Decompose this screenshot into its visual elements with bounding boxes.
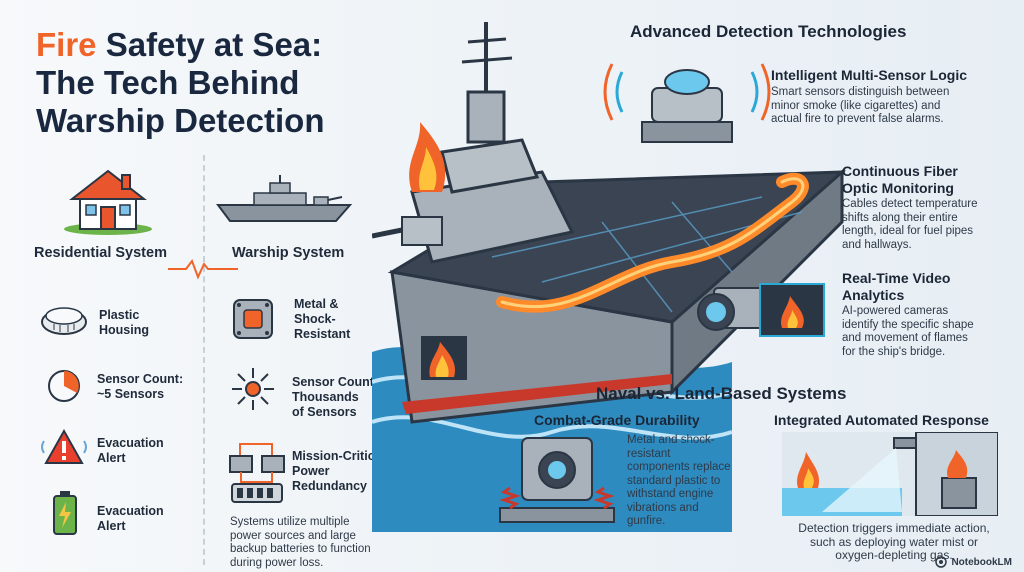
feature-multi-sensor-body: Smart sensors distinguish between minor … <box>771 86 950 125</box>
comparison-divider <box>203 155 205 565</box>
feature-video-title: Real-Time Video Analytics <box>842 270 951 303</box>
power-redundancy-note: Systems utilize multiple power sources a… <box>230 516 371 569</box>
water-mist-response-icon <box>782 432 998 516</box>
footer-brand-text: NotebookLM <box>951 556 1012 568</box>
advanced-heading: Advanced Detection Technologies <box>630 22 907 41</box>
smoke-detector-icon <box>40 300 88 336</box>
warship-item-1-label: Metal & Shock- Resistant <box>294 297 351 341</box>
feature-video-body: AI-powered cameras identify the specific… <box>842 305 974 358</box>
warship-item-2-label: Sensor Count: Thousands of Sensors <box>292 375 379 419</box>
camera-icon <box>694 280 834 350</box>
warship-item-3-label: Mission-Critical Power Redundancy <box>292 449 386 493</box>
response-body: Detection triggers immediate action, suc… <box>798 521 990 562</box>
residential-item-2-label: Sensor Count: ~5 Sensors <box>97 372 184 401</box>
residential-item-3-label: Evacuation Alert <box>97 436 164 465</box>
residential-label: Residential System <box>34 245 167 261</box>
residential-item-1-label: Plastic Housing <box>99 308 149 337</box>
durability-body: Metal and shock- resistant components re… <box>627 434 731 527</box>
feature-fiber-title: Continuous Fiber Optic Monitoring <box>842 163 958 196</box>
metal-detector-icon <box>230 296 276 342</box>
pulse-line-icon <box>168 258 238 280</box>
footer-brand: NotebookLM <box>935 556 1012 568</box>
feature-multi-sensor-title: Intelligent Multi-Sensor Logic <box>771 67 967 83</box>
warship-label: Warship System <box>232 245 345 261</box>
title-accent: Fire <box>36 26 97 63</box>
battery-icon <box>52 490 78 536</box>
durability-title: Combat-Grade Durability <box>534 412 700 428</box>
page-title: Fire Safety at Sea: The Tech Behind Wars… <box>36 26 396 140</box>
title-line3: Warship Detection <box>36 102 325 139</box>
warship-icon <box>214 175 354 227</box>
title-line2: The Tech Behind <box>36 64 300 101</box>
residential-item-4-label: Evacuation Alert <box>97 504 164 533</box>
battery-bank-icon <box>226 440 288 506</box>
shock-mounted-detector-icon <box>492 430 622 530</box>
response-title: Integrated Automated Response <box>774 412 989 428</box>
notebooklm-logo-icon <box>935 556 948 568</box>
sensor-network-icon <box>230 366 276 412</box>
naval-heading: Naval vs. Land-Based Systems <box>596 384 847 403</box>
title-line1: Safety at Sea: <box>105 26 323 63</box>
feature-fiber-body: Cables detect temperature shifts along t… <box>842 198 978 251</box>
pie-gauge-icon <box>46 368 82 404</box>
house-icon <box>62 165 154 235</box>
warning-triangle-icon <box>40 427 88 467</box>
